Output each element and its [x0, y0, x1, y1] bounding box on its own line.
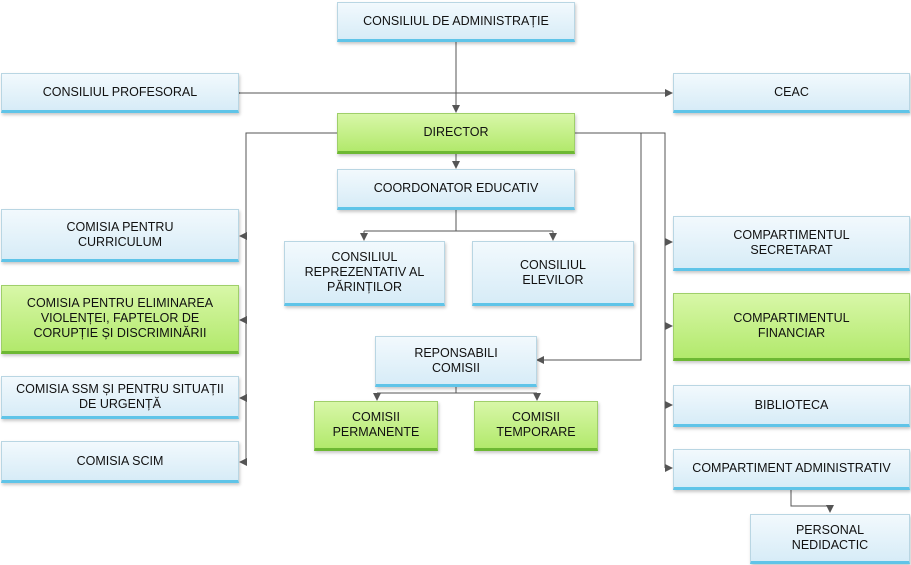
node-personal-nedidactic: PERSONAL NEDIDACTIC — [750, 514, 910, 564]
node-consiliul-profesoral: CONSILIUL PROFESORAL — [1, 73, 239, 113]
connector-responsabili-commissions — [377, 387, 537, 394]
node-label: REPONSABILI COMISII — [414, 345, 498, 375]
node-label: COMISIA SSM ȘI PENTRU SITUAȚII DE URGENȚ… — [16, 381, 224, 411]
node-comisii-permanente: COMISII PERMANENTE — [314, 401, 438, 451]
node-label: CEAC — [774, 84, 809, 99]
node-label: CONSILIUL PROFESORAL — [42, 84, 198, 99]
node-label: CONSILIUL REPREZENTATIV AL PĂRINȚILOR — [304, 250, 425, 294]
node-consiliul-parintilor: CONSILIUL REPREZENTATIV AL PĂRINȚILOR — [284, 241, 445, 306]
node-label: COMISII PERMANENTE — [332, 410, 420, 439]
node-coordonator-educativ: COORDONATOR EDUCATIV — [337, 169, 575, 210]
node-label: CONSILIUL DE ADMINISTRAȚIE — [363, 13, 549, 28]
node-label: COORDONATOR EDUCATIV — [373, 181, 539, 195]
node-label: BIBLIOTECA — [754, 397, 829, 412]
node-biblioteca: BIBLIOTECA — [673, 385, 910, 427]
node-comisia-ssm: COMISIA SSM ȘI PENTRU SITUAȚII DE URGENȚ… — [1, 376, 239, 419]
node-consiliul-elevilor: CONSILIUL ELEVILOR — [472, 241, 634, 306]
node-compartiment-administrativ: COMPARTIMENT ADMINISTRATIV — [673, 449, 910, 490]
node-label: COMPARTIMENT ADMINISTRATIV — [692, 461, 891, 475]
node-compartiment-secretariat: COMPARTIMENTUL SECRETARAT — [673, 216, 910, 271]
node-compartiment-financiar: COMPARTIMENTUL FINANCIAR — [673, 293, 910, 361]
node-label: DIRECTOR — [423, 125, 489, 139]
node-comisia-scim: COMISIA SCIM — [1, 441, 239, 483]
node-label: PERSONAL NEDIDACTIC — [791, 523, 869, 552]
node-comisia-curriculum: COMISIA PENTRU CURRICULUM — [1, 209, 239, 262]
node-ceac: CEAC — [673, 73, 910, 113]
connector-director-right — [575, 132, 666, 468]
node-label: COMISIA PENTRU ELIMINAREA VIOLENȚEI, FAP… — [26, 296, 214, 340]
node-comisii-temporare: COMISII TEMPORARE — [474, 401, 598, 451]
node-label: COMPARTIMENTUL FINANCIAR — [733, 311, 850, 340]
node-director: DIRECTOR — [337, 113, 575, 154]
node-responsabili-comisii: REPONSABILI COMISII — [375, 336, 537, 387]
node-label: COMISIA PENTRU CURRICULUM — [66, 219, 174, 249]
node-label: COMISII TEMPORARE — [496, 410, 576, 439]
node-label: COMPARTIMENTUL SECRETARAT — [733, 227, 850, 257]
node-comisia-violenta: COMISIA PENTRU ELIMINAREA VIOLENȚEI, FAP… — [1, 285, 239, 354]
connector-coordonator-councils — [364, 210, 553, 232]
connector-director-left — [245, 132, 337, 462]
node-label: CONSILIUL ELEVILOR — [520, 257, 586, 287]
node-consiliul-administratie: CONSILIUL DE ADMINISTRAȚIE — [337, 2, 575, 42]
connector-administrativ-personal — [790, 490, 834, 513]
node-label: COMISIA SCIM — [76, 453, 164, 468]
